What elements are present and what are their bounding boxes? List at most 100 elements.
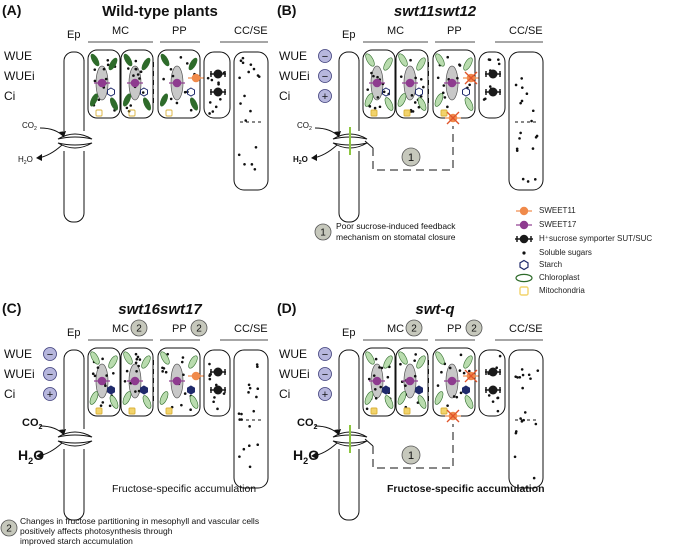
- co2-arrowhead: [59, 429, 66, 435]
- soluble-sugar-dot: [514, 431, 518, 435]
- soluble-sugar-dot: [410, 94, 414, 97]
- chloroplast: [417, 395, 427, 409]
- soluble-sugar-dot: [422, 85, 425, 89]
- soluble-sugar-dot: [372, 74, 375, 78]
- companion-cell: [203, 349, 231, 417]
- mesophyll-cell-2: [120, 347, 154, 417]
- mitochondrion: [128, 407, 136, 415]
- soluble-sugar-dot: [237, 153, 241, 157]
- soluble-sugar-dot: [373, 106, 377, 110]
- soluble-sugar-dot: [413, 359, 416, 362]
- starch-granule: [107, 385, 115, 395]
- starch-granule: [382, 385, 390, 395]
- co2-arrow: [39, 127, 65, 138]
- soluble-sugar-dot: [217, 82, 220, 86]
- label-phloem-parenchyma: PP: [447, 25, 462, 37]
- starch-granule: [140, 87, 148, 97]
- soluble-sugar-dot: [238, 76, 241, 80]
- chloroplast: [109, 395, 119, 409]
- soluble-sugar-dot: [448, 366, 452, 370]
- soluble-sugars: [125, 59, 145, 113]
- soluble-sugar-dot: [132, 74, 135, 77]
- chloroplast: [397, 93, 407, 107]
- transporter-body: [172, 78, 182, 88]
- soluble-sugar-dot: [252, 409, 256, 413]
- indicator-ci: Ci: [279, 89, 290, 103]
- transporter-body: [172, 376, 182, 386]
- sign-symbol: −: [47, 369, 53, 381]
- soluble-sugar-dot: [162, 77, 165, 81]
- transporter-body: [488, 69, 498, 79]
- soluble-sugar-dot: [256, 365, 259, 369]
- soluble-sugar-dot: [459, 391, 463, 395]
- mitochondrion: [128, 109, 136, 117]
- soluble-sugars: [237, 363, 260, 469]
- mesophyll-effect-badge: 2: [130, 319, 148, 337]
- h2o-label: H2O: [293, 155, 308, 166]
- soluble-sugar-dot: [175, 101, 179, 105]
- soluble-sugar-dot: [436, 76, 440, 80]
- blocked-transporter-mark: [446, 111, 460, 125]
- soluble-sugar-dot: [419, 77, 423, 81]
- footnote-1-line-2: mechanism on stomatal closure: [336, 232, 456, 242]
- chloroplast: [384, 395, 394, 409]
- soluble-sugar-dot: [136, 355, 140, 359]
- soluble-sugar-dot: [93, 68, 97, 71]
- soluble-sugar-dot: [96, 366, 100, 369]
- chloroplast: [416, 57, 426, 71]
- soluble-sugar-dot: [239, 102, 242, 105]
- guard-cell-upper: [57, 431, 93, 438]
- soluble-sugar-dot: [409, 58, 412, 62]
- soluble-sugar-dot: [164, 370, 168, 374]
- feedback-end: [364, 140, 374, 149]
- sign-circle: [318, 69, 332, 83]
- soluble-sugar-dot: [256, 443, 260, 447]
- soluble-sugar-dot: [520, 77, 524, 80]
- panel-letter: (A): [2, 2, 21, 18]
- soluble-sugar-dot: [532, 476, 536, 480]
- fructose-note: Fructose-specific accumulation: [112, 483, 256, 495]
- soluble-sugar-dot: [452, 395, 456, 398]
- soluble-sugar-dot: [529, 377, 532, 380]
- mitochondrion: [95, 407, 103, 415]
- soluble-sugar-dot: [440, 370, 443, 374]
- soluble-sugar-dot: [515, 147, 519, 151]
- transporter-body: [488, 385, 498, 395]
- transporter-body: [130, 78, 140, 88]
- indicator-wuei: WUEi: [279, 367, 310, 381]
- soluble-sugar-dot: [138, 358, 142, 361]
- co2-label: CO2: [297, 417, 318, 431]
- chloroplast: [434, 391, 444, 405]
- soluble-sugar-dot: [399, 75, 403, 78]
- soluble-sugar-dot: [367, 377, 371, 381]
- indicator-ci: Ci: [4, 89, 15, 103]
- legend-label: SWEET17: [539, 220, 577, 229]
- co2-label: CO2: [297, 121, 312, 132]
- soluble-sugar-dot: [125, 106, 129, 110]
- soluble-sugar-dot: [169, 97, 173, 101]
- soluble-sugar-dot: [238, 455, 241, 458]
- soluble-sugar-dot: [515, 149, 519, 152]
- sweet17-transporter: [402, 376, 418, 386]
- soluble-sugar-dot: [386, 375, 390, 379]
- h2o-arrowhead: [311, 154, 317, 161]
- transporter-body: [213, 87, 223, 97]
- panel-letter: (B): [277, 2, 296, 18]
- indicator-sign-wue: −: [318, 347, 332, 361]
- panel-letter: (D): [277, 300, 296, 316]
- transporter-body: [488, 367, 498, 377]
- indicator-sign-ci: +: [318, 89, 332, 103]
- transporter-body: [405, 376, 415, 386]
- transporter-body: [191, 371, 201, 381]
- footnote-1-badge: 1: [314, 223, 332, 241]
- companion-cell: [478, 349, 506, 417]
- sign-circle: [43, 387, 57, 401]
- soluble-sugar-dot: [137, 389, 141, 393]
- h2o-arrowhead: [36, 154, 42, 161]
- badge-circle: [190, 319, 208, 337]
- chloroplast: [90, 351, 100, 365]
- label-phloem-parenchyma: PP: [447, 323, 462, 335]
- soluble-sugar-dot: [212, 400, 215, 404]
- soluble-sugar-dot: [104, 384, 107, 388]
